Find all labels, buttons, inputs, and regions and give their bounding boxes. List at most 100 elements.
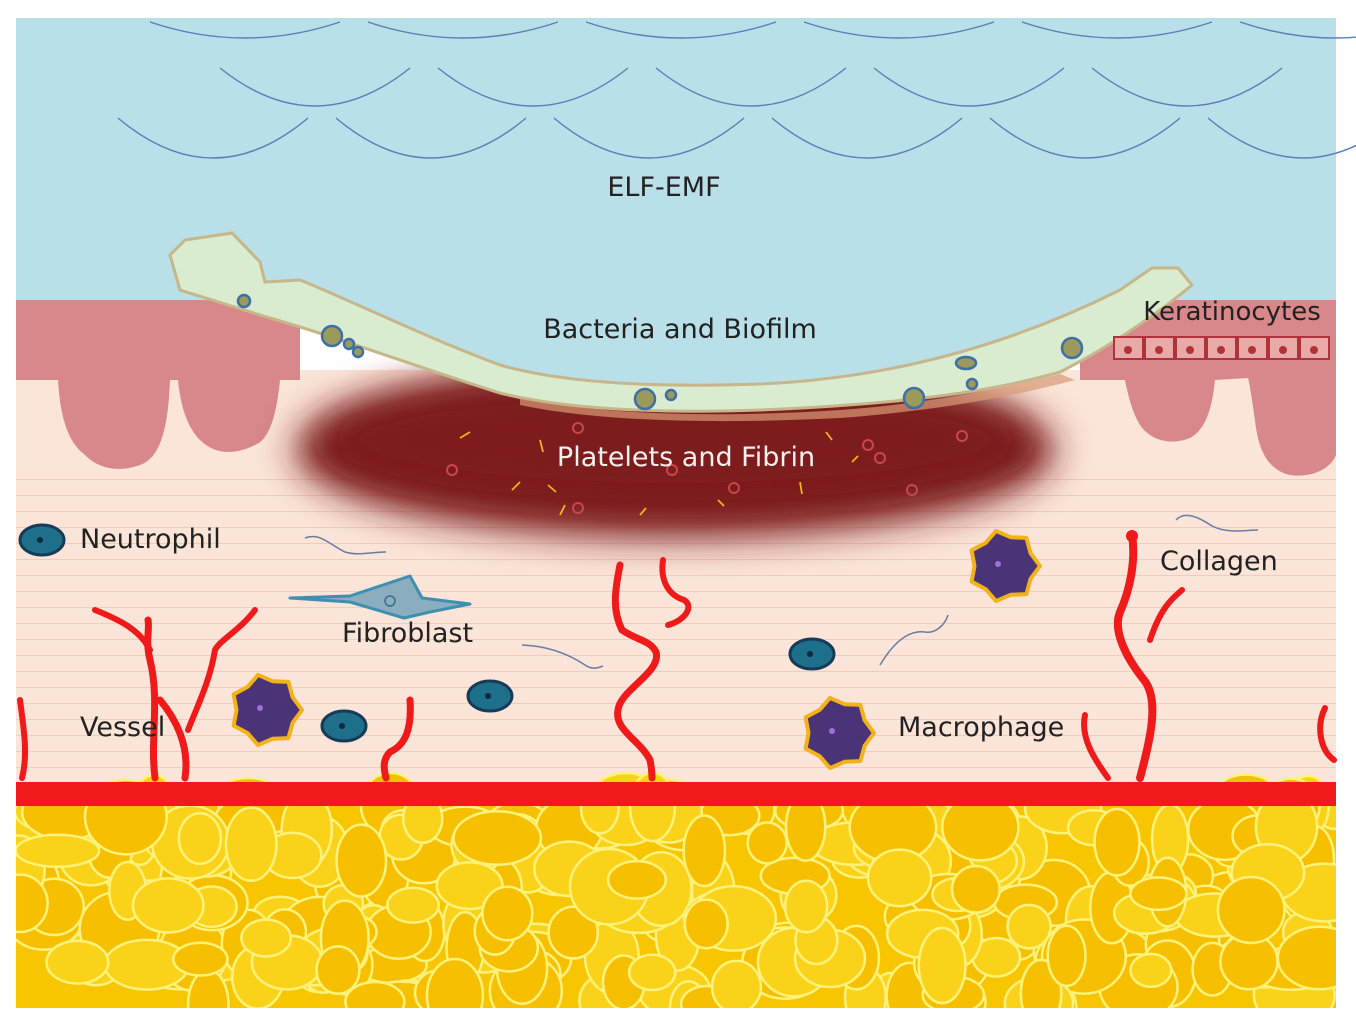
adipocyte xyxy=(710,959,763,1008)
adipocyte xyxy=(1129,876,1188,912)
adipocyte xyxy=(1216,875,1286,945)
wave-arc xyxy=(1021,21,1213,39)
adipocyte xyxy=(683,898,729,950)
neutrophil-nucleus xyxy=(37,537,43,543)
fibrin-strand xyxy=(459,431,471,439)
platelet-icon xyxy=(728,482,740,494)
bacteria-icon xyxy=(633,387,657,411)
wave-arc xyxy=(1207,117,1356,159)
adipocyte xyxy=(627,953,677,992)
neutrophil-nucleus xyxy=(485,693,491,699)
biofilm-layer xyxy=(168,231,1195,413)
label-neutrophil: Neutrophil xyxy=(80,524,221,555)
label-platelets-fibrin: Platelets and Fibrin xyxy=(557,442,815,473)
adipocyte xyxy=(172,941,229,977)
adipocyte xyxy=(131,877,205,934)
bacteria-icon xyxy=(236,293,252,309)
macrophage-cell-icon xyxy=(231,672,304,748)
adipocyte xyxy=(224,806,278,883)
keratinocyte-nucleus xyxy=(1310,346,1318,354)
platelet-icon xyxy=(956,430,968,442)
epidermis-layer xyxy=(16,295,300,469)
adipocyte xyxy=(335,823,388,898)
bacteria-icon xyxy=(954,355,978,371)
field-waves xyxy=(117,21,1356,159)
bacteria-icon xyxy=(664,388,678,402)
adipocyte xyxy=(315,945,361,996)
wave-arc xyxy=(585,21,777,39)
label-keratinocytes: Keratinocytes xyxy=(1143,297,1321,327)
bacteria-icon xyxy=(342,337,356,351)
adipocyte xyxy=(16,833,101,869)
label-elf-emf: ELF-EMF xyxy=(607,172,720,203)
adipocyte xyxy=(344,980,406,1008)
adipocyte xyxy=(240,918,293,958)
adipocyte-cells xyxy=(16,771,1336,1008)
adipocyte xyxy=(1006,903,1052,950)
macrophage-nucleus xyxy=(995,561,1001,567)
wave-arc xyxy=(1091,67,1283,107)
platelet-icon xyxy=(906,484,918,496)
adipocyte xyxy=(1276,925,1336,991)
keratinocyte-nucleus xyxy=(1279,346,1287,354)
keratinocyte-nucleus xyxy=(1186,346,1194,354)
fibrin-strand xyxy=(511,481,521,491)
bacteria-colonies xyxy=(236,293,1084,411)
platelet-icon xyxy=(874,452,886,464)
wave-arc xyxy=(1239,21,1356,39)
keratinocyte-nucleus xyxy=(1248,346,1256,354)
adipocyte xyxy=(386,886,440,924)
wave-arc xyxy=(437,67,629,107)
adipocyte xyxy=(783,879,829,934)
platelet-icon xyxy=(666,464,678,476)
adipocyte xyxy=(950,864,1001,914)
label-vessel: Vessel xyxy=(80,712,165,743)
macrophage-cells xyxy=(231,528,1042,771)
label-fibroblast: Fibroblast xyxy=(342,618,473,649)
fibroblast-cell-icon xyxy=(288,574,472,620)
keratinocyte-nucleus xyxy=(1124,346,1132,354)
label-macrophage: Macrophage xyxy=(898,712,1064,743)
label-bacteria-biofilm: Bacteria and Biofilm xyxy=(543,314,817,345)
adipocyte xyxy=(45,939,110,985)
adipocyte xyxy=(682,814,727,888)
neutrophil-nucleus xyxy=(807,651,813,657)
adipocyte xyxy=(1093,807,1141,877)
macrophage-cell-icon xyxy=(969,528,1042,604)
macrophage-cell-icon xyxy=(803,695,876,771)
adipocyte xyxy=(481,885,534,942)
keratinocyte-nucleus xyxy=(1217,346,1225,354)
fibrin-strand xyxy=(851,455,859,463)
keratinocyte-nucleus xyxy=(1155,346,1163,354)
fibrin-strand xyxy=(547,484,557,493)
wave-arc xyxy=(873,67,1065,107)
fibrin-strand xyxy=(539,439,544,453)
wave-arc xyxy=(655,67,847,107)
fibrin-strand xyxy=(799,481,803,495)
capillary-vessels xyxy=(17,531,1337,782)
adipocyte xyxy=(547,905,600,960)
wave-arc xyxy=(553,117,745,159)
platelet-icon xyxy=(572,502,584,514)
wave-arc xyxy=(149,21,341,39)
neutrophil-cells xyxy=(18,523,836,743)
adipocyte xyxy=(917,926,967,1005)
adipocyte xyxy=(452,809,543,867)
adipocyte xyxy=(186,968,230,1008)
bacteria-icon xyxy=(902,386,926,410)
platelet-icon xyxy=(446,464,458,476)
label-collagen: Collagen xyxy=(1160,546,1278,577)
bacteria-icon xyxy=(351,345,365,359)
fibrin-strand xyxy=(825,431,833,441)
wave-arc xyxy=(219,67,411,107)
wave-arc xyxy=(803,21,995,39)
macrophage-nucleus xyxy=(257,705,263,711)
wave-arc xyxy=(117,117,309,159)
wave-arc xyxy=(367,21,559,39)
keratinocyte-cells xyxy=(1113,336,1330,360)
adipocyte xyxy=(1046,924,1087,988)
adipocyte xyxy=(425,957,485,1008)
platelets-fibrin xyxy=(446,422,968,516)
adipocyte xyxy=(866,848,933,908)
